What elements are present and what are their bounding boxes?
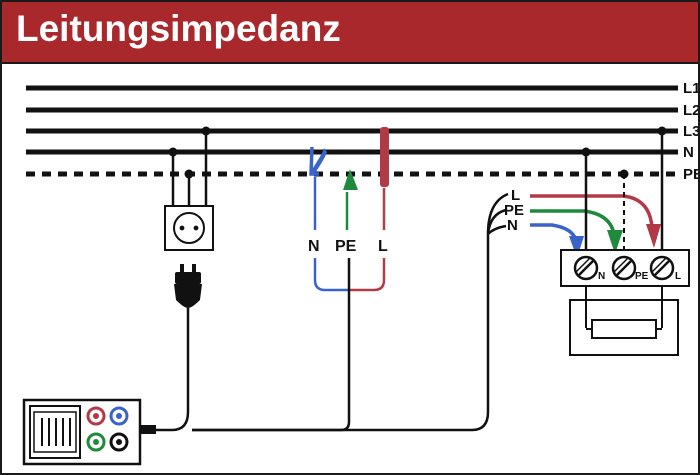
terminal-screw-icon xyxy=(573,255,599,281)
socket-icon xyxy=(173,212,205,244)
tester-icon xyxy=(22,398,156,466)
lead-red xyxy=(530,194,654,229)
probe-n xyxy=(309,146,349,292)
socket-outlet xyxy=(164,126,214,251)
bus-label-n: N xyxy=(683,144,694,161)
lead-green xyxy=(530,209,616,235)
bus-lines xyxy=(26,85,678,177)
lead-label-n: N xyxy=(507,217,518,234)
terminal-screw-icon xyxy=(611,255,637,281)
page-title: Leitungsimpedanz xyxy=(16,8,341,49)
probe-label-l: L xyxy=(378,238,388,255)
lead-fan xyxy=(486,192,509,235)
resistor-icon xyxy=(591,319,657,339)
plug-cable xyxy=(142,308,190,432)
probe-pe xyxy=(343,169,358,230)
probe-cable xyxy=(192,258,351,432)
bus-label-l1: L1 xyxy=(683,80,700,97)
terminal-label-l: L xyxy=(675,271,681,282)
terminal-screw-icon xyxy=(649,255,675,281)
lead-blue xyxy=(530,223,578,241)
plug-icon xyxy=(174,264,202,308)
terminal-cable xyxy=(192,234,490,432)
title-bar: Leitungsimpedanz xyxy=(2,2,698,64)
terminal-block xyxy=(560,126,690,356)
terminal-label-n: N xyxy=(598,271,605,282)
probe-l xyxy=(349,127,389,292)
terminal-label-pe: PE xyxy=(635,271,649,282)
bus-label-l3: L3 xyxy=(683,123,700,140)
lead-label-l: L xyxy=(511,187,520,204)
probe-label-n: N xyxy=(308,238,320,255)
probe-label-pe: PE xyxy=(335,238,357,255)
lead-label-pe: PE xyxy=(504,202,524,219)
bus-label-pe: PE xyxy=(683,166,700,183)
bus-label-l2: L2 xyxy=(683,102,700,119)
